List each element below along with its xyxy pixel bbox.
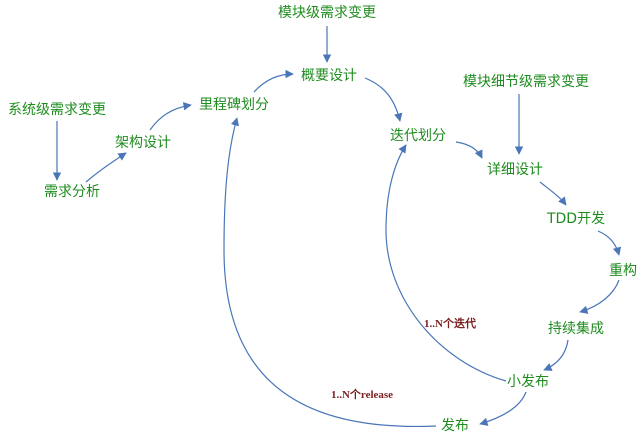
node-iteration-division: 迭代划分 xyxy=(390,128,446,144)
arrow-iteration-to-detailed xyxy=(455,141,483,159)
arrow-architecture-to-milestone xyxy=(149,102,192,131)
arrow-tdd-to-refactor xyxy=(597,230,622,256)
edge-label-releases: 1..N个release xyxy=(331,387,393,401)
arrow-detailed-to-tdd xyxy=(539,181,567,206)
node-requirements-analysis: 需求分析 xyxy=(44,184,100,200)
node-module-req-change: 模块级需求变更 xyxy=(278,5,376,21)
arrow-overview-to-iteration xyxy=(364,77,403,122)
arrow-release-to-milestone xyxy=(223,117,437,428)
node-architecture-design: 架构设计 xyxy=(115,135,171,151)
node-detailed-design: 详细设计 xyxy=(487,162,543,178)
nodes: 模块级需求变更 概要设计 模块细节级需求变更 系统级需求变更 里程碑划分 迭代划… xyxy=(8,5,637,434)
edge-label-iterations: 1..N个迭代 xyxy=(424,316,476,330)
arrow-ci-to-small-release xyxy=(543,339,569,371)
arrows xyxy=(52,26,622,428)
node-continuous-integration: 持续集成 xyxy=(548,320,604,337)
node-module-detail-req-change: 模块细节级需求变更 xyxy=(463,74,589,90)
tdd-label: TDD xyxy=(546,211,577,227)
node-milestone-division: 里程碑划分 xyxy=(199,97,269,113)
tdd-suffix: 开发 xyxy=(577,211,605,227)
node-refactor: 重构 xyxy=(609,263,637,279)
edge-labels: 1..N个迭代 1..N个release xyxy=(331,316,476,401)
arrow-milestone-to-overview xyxy=(253,69,294,93)
arrow-req-analysis-to-architecture xyxy=(85,152,127,183)
arrow-small-release-to-release xyxy=(479,391,527,426)
arrow-refactor-to-ci xyxy=(579,279,620,314)
node-tdd-development: TDD开发 xyxy=(546,211,605,227)
node-small-release: 小发布 xyxy=(507,374,549,390)
node-release: 发布 xyxy=(441,418,469,434)
node-overview-design: 概要设计 xyxy=(301,68,357,84)
arrow-small-release-to-iteration xyxy=(385,144,507,382)
node-system-req-change: 系统级需求变更 xyxy=(8,102,106,118)
